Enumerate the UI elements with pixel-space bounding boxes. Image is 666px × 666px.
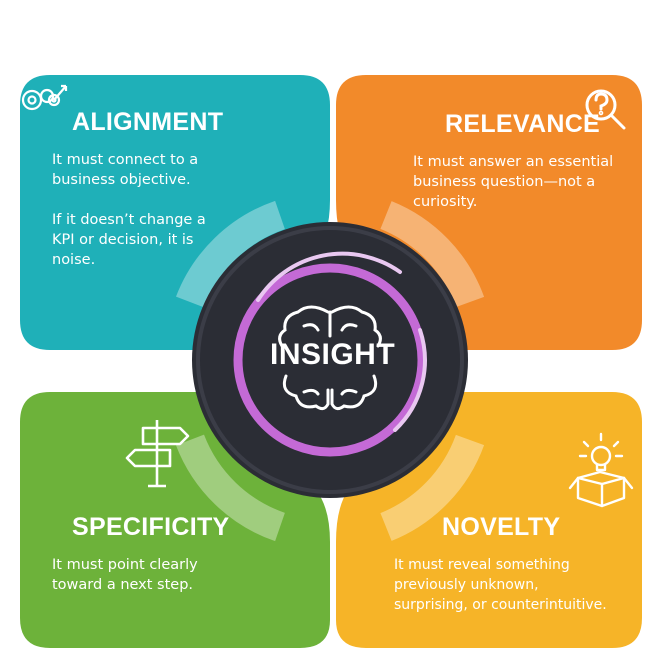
specificity-text-line: It must point clearly bbox=[52, 557, 198, 573]
novelty-text: It must reveal something previously unkn… bbox=[394, 555, 644, 615]
relevance-title: RELEVANCE bbox=[445, 110, 601, 138]
alignment-text-line: KPI or decision, it is bbox=[52, 232, 194, 248]
novelty-text-line: previously unknown, bbox=[394, 577, 539, 593]
specificity-title: SPECIFICITY bbox=[72, 513, 230, 541]
novelty-text-line: It must reveal something bbox=[394, 557, 570, 573]
alignment-text-line: It must connect to a bbox=[52, 152, 199, 168]
signpost-icon bbox=[125, 420, 190, 488]
specificity-text-line: toward a next step. bbox=[52, 577, 194, 593]
brain-icon bbox=[278, 305, 382, 411]
question-magnifier-icon bbox=[585, 89, 626, 130]
novelty-text-line: surprising, or counterintuitive. bbox=[394, 597, 607, 613]
alignment-text-line: noise. bbox=[52, 252, 96, 268]
relevance-text-line: curiosity. bbox=[413, 194, 478, 210]
novelty-title: NOVELTY bbox=[442, 513, 561, 541]
relevance-text-line: It must answer an essential bbox=[413, 154, 614, 170]
insight-ring bbox=[233, 263, 427, 457]
alignment-text-line: If it doesn’t change a bbox=[52, 212, 206, 228]
insight-hub bbox=[192, 222, 468, 498]
relevance-text: It must answer an essential business que… bbox=[413, 152, 643, 212]
insight-label: INSIGHT bbox=[270, 338, 396, 371]
alignment-title: ALIGNMENT bbox=[72, 108, 224, 136]
decorative-arcs bbox=[175, 200, 485, 542]
specificity-text: It must point clearly toward a next step… bbox=[52, 555, 312, 595]
alignment-text: It must connect to a business objective.… bbox=[52, 150, 312, 270]
lightbulb-box-icon bbox=[568, 432, 634, 508]
relevance-text-line: business question—not a bbox=[413, 174, 596, 190]
alignment-text-line: business objective. bbox=[52, 172, 191, 188]
gears-target-icon bbox=[21, 84, 68, 111]
